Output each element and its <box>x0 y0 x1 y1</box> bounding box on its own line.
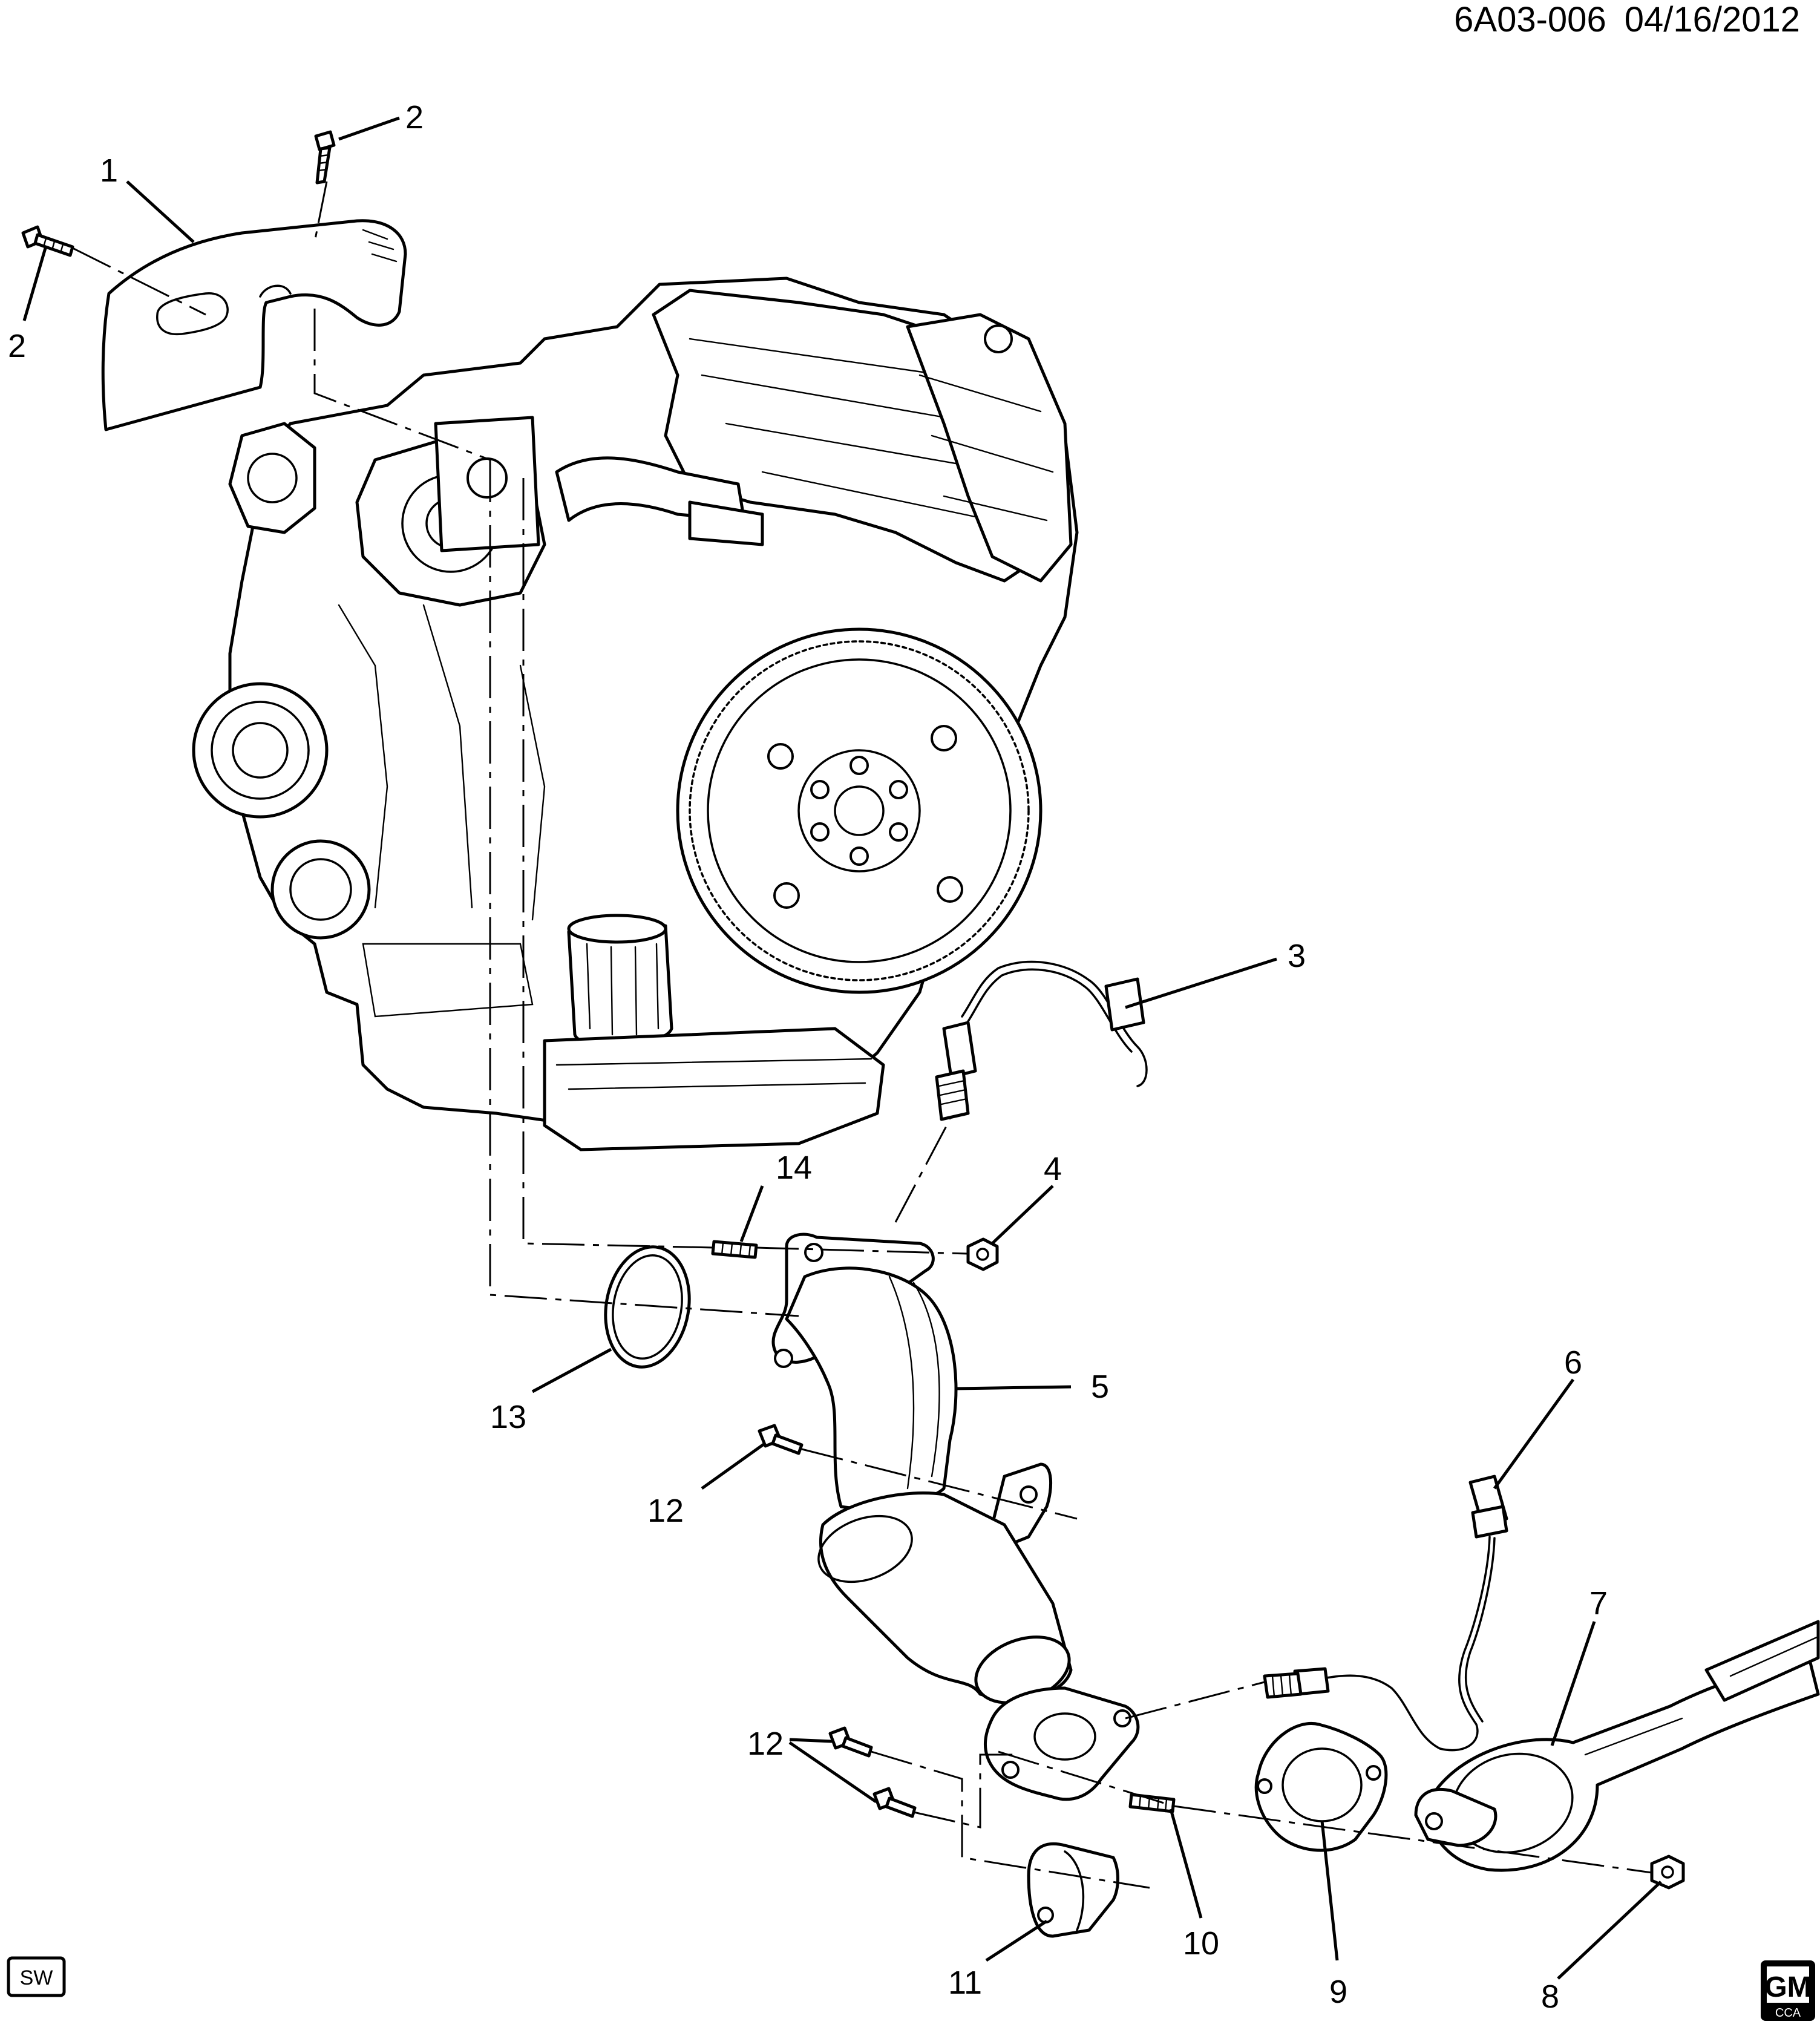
callout-2-top: 2 <box>405 99 424 136</box>
diagram-code: 6A03-006 <box>1454 0 1606 39</box>
part-8-nut <box>1650 1855 1685 1890</box>
callout-6: 6 <box>1564 1344 1582 1381</box>
callout-1: 1 <box>100 152 118 189</box>
part-6-oxygen-sensor <box>1263 1475 1508 1752</box>
gm-logo-text: GM <box>1764 1971 1811 2003</box>
callout-13: 13 <box>490 1399 526 1435</box>
callout-3: 3 <box>1288 938 1306 974</box>
callout-12-lower: 12 <box>747 1726 784 1762</box>
callout-9: 9 <box>1329 1974 1347 2010</box>
part-2-bolt-left <box>21 225 74 257</box>
callout-14: 14 <box>776 1150 812 1186</box>
part-13-gasket-ring <box>604 1245 691 1369</box>
callout-4: 4 <box>1044 1151 1062 1187</box>
part-10-stud <box>1128 1793 1176 1813</box>
diagram-date: 04/16/2012 <box>1625 0 1800 39</box>
part-14-stud <box>711 1240 758 1259</box>
part-2-bolt-top <box>314 130 336 185</box>
callout-12-upper: 12 <box>647 1493 684 1529</box>
alternator <box>270 839 371 940</box>
part-3-oxygen-sensor <box>935 960 1148 1121</box>
flywheel <box>676 627 1043 994</box>
part-12-bolt-lower-a <box>828 1726 873 1758</box>
part-7-exhaust-pipe <box>1414 1620 1820 1872</box>
assembly-lines <box>72 181 1652 1889</box>
callout-7: 7 <box>1589 1585 1608 1622</box>
callout-11: 11 <box>948 1965 982 2001</box>
part-9-flange-gasket <box>1254 1722 1388 1852</box>
part-5-catalytic-converter <box>771 1233 1140 1801</box>
part-11-bracket <box>1027 1842 1119 1938</box>
callout-10: 10 <box>1183 1925 1219 1962</box>
callout-2-left: 2 <box>8 328 26 364</box>
callout-leaders <box>22 116 1662 1980</box>
part-4-nut <box>966 1237 999 1271</box>
callout-8: 8 <box>1541 1979 1559 2015</box>
diagram-header: 6A03-006 <box>1454 0 1606 39</box>
pulley <box>192 682 329 819</box>
part-1-heat-shield <box>101 219 407 431</box>
throttle-body <box>228 422 316 534</box>
part-12-bolt-upper <box>758 1424 804 1455</box>
callout-5: 5 <box>1091 1369 1109 1405</box>
callout-labels: 1 2 2 3 4 5 6 7 8 9 10 11 12 12 13 14 <box>8 99 1608 2015</box>
sw-badge-label: SW <box>20 1966 53 1989</box>
engine-assembly <box>192 277 1079 1151</box>
oil-filter <box>567 914 673 1047</box>
gm-logo: GM CCA <box>1761 1960 1815 2021</box>
sw-badge: SW <box>7 1956 66 1997</box>
gm-logo-subtext: CCA <box>1775 2006 1801 2020</box>
oil-pan <box>543 1027 885 1151</box>
part-12-bolt-lower-b <box>872 1787 917 1818</box>
